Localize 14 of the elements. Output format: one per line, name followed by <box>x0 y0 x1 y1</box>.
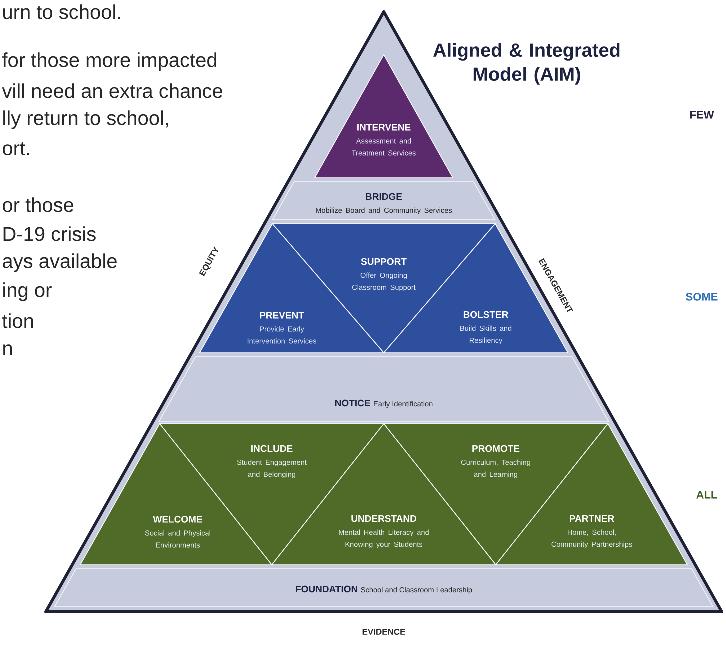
body-text: urn to school. <box>4 4 120 20</box>
level-label: FEW <box>690 111 714 119</box>
level-label: SOME <box>686 293 718 301</box>
body-text: ort. <box>3 142 30 156</box>
body-text: for those more impacted <box>2 52 217 72</box>
body-text: ing or <box>4 282 52 302</box>
body-text: ays available <box>3 254 117 272</box>
body-text: tion <box>2 314 34 328</box>
body-text: D-19 crisis <box>4 226 96 242</box>
body-text: lly return to school, <box>4 110 168 130</box>
body-text: n <box>4 344 12 356</box>
body-text: or those <box>3 198 74 212</box>
body-text: vill need an extra chance <box>2 84 222 98</box>
side-label: EVIDENCE <box>362 628 406 635</box>
